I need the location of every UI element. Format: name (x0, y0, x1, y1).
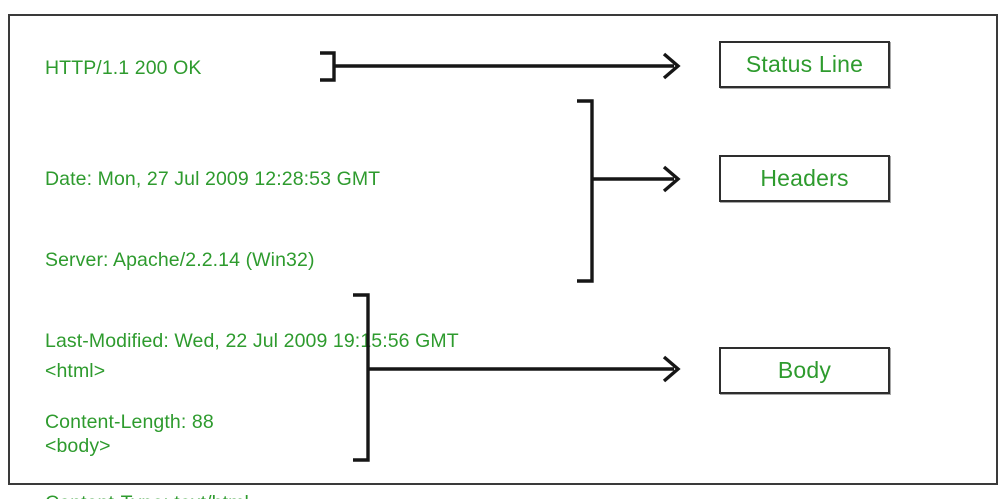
diagram-frame (8, 14, 998, 485)
header-line-content-length: Content-Length: 88 (45, 411, 214, 433)
status-line-label: Status Line (745, 51, 864, 77)
body-line-html-open: <html> (45, 360, 106, 382)
status-line-label-box: Status Line (719, 41, 890, 88)
body-line-body-open: <body> (45, 435, 111, 457)
headers-label: Headers (760, 165, 849, 191)
body-block: <html> <body> <h1>Hello, World!</h1> </b… (45, 309, 253, 499)
headers-label-box: Headers (719, 155, 890, 202)
headers-block: Date: Mon, 27 Jul 2009 12:28:53 GMT Serv… (45, 112, 459, 499)
header-line-server: Server: Apache/2.2.14 (Win32) (45, 249, 315, 271)
body-label-box: Body (719, 347, 890, 394)
body-label: Body (777, 357, 832, 383)
header-line-date: Date: Mon, 27 Jul 2009 12:28:53 GMT (45, 168, 381, 190)
header-line-content-type: Content-Type: text/html (45, 490, 459, 499)
header-line-last-modified: Last-Modified: Wed, 22 Jul 2009 19:15:56… (45, 330, 459, 352)
status-line-text: HTTP/1.1 200 OK (45, 57, 202, 79)
